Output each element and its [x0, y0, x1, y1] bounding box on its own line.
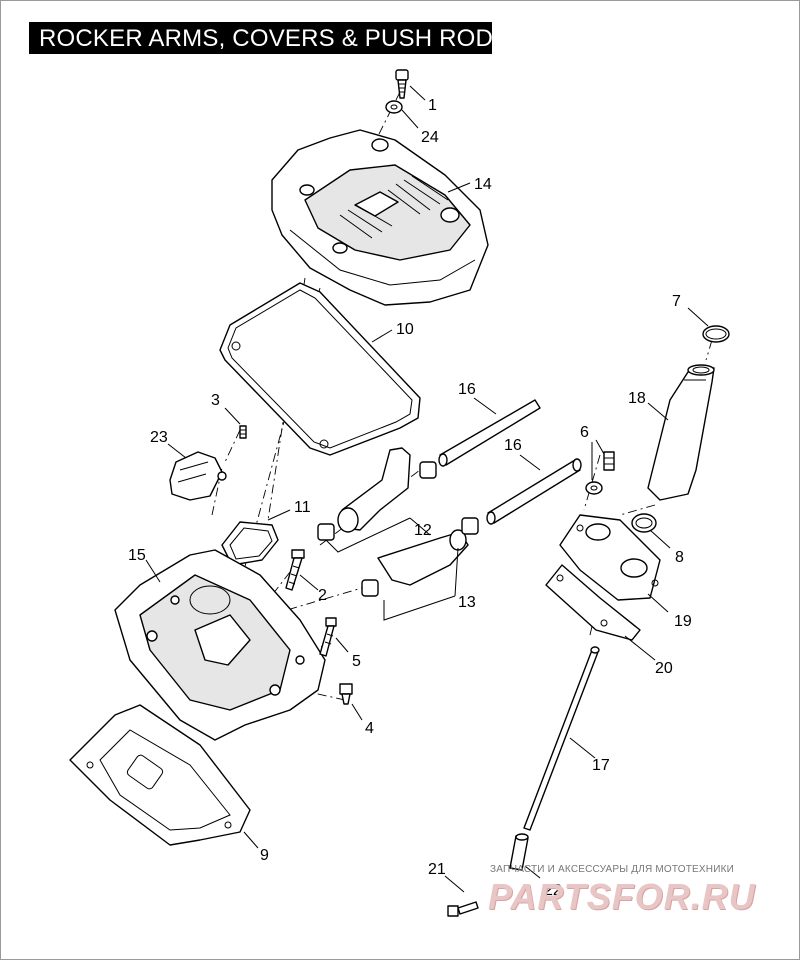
watermark-logo: PARTSFOR.RU: [488, 876, 756, 917]
callout-17: 17: [592, 757, 610, 774]
bolt-part-4: [339, 683, 353, 705]
callout-11: 11: [294, 499, 311, 516]
washer-part-24: [385, 100, 403, 114]
watermark: ЗАПЧАСТИ И АКСЕССУАРЫ ДЛЯ МОТОТЕХНИКИ PA…: [486, 862, 786, 922]
callout-3: 3: [211, 392, 220, 409]
leader-lines: [145, 85, 709, 893]
o-ring-part-8: [631, 513, 657, 533]
rocker-arm-part-13: [361, 517, 479, 597]
rocker-housing-part-15: [114, 549, 326, 741]
callout-16a: 16: [458, 381, 476, 398]
breather-cover-part-23: [169, 451, 227, 501]
callout-12: 12: [414, 522, 432, 539]
callout-18: 18: [628, 390, 646, 407]
callout-10: 10: [396, 321, 414, 338]
callout-15: 15: [128, 547, 146, 564]
rocker-arm-part-12: [317, 447, 437, 541]
callout-22: 22: [544, 882, 562, 899]
callout-1: 1: [428, 97, 437, 114]
rocker-shaft-part-16a: [438, 399, 541, 467]
push-rod-part-17: [523, 646, 600, 831]
gasket-part-20: [545, 564, 641, 641]
adjuster-part-22: [509, 833, 529, 871]
o-ring-part-7: [702, 325, 730, 343]
screw-part-21: [447, 901, 479, 917]
callout-21: 21: [428, 861, 446, 878]
bolt-part-2: [285, 549, 305, 591]
callout-13: 13: [458, 594, 476, 611]
title-bar: ROCKER ARMS, COVERS & PUSH RODS: [29, 22, 509, 54]
callout-2: 2: [318, 587, 327, 604]
rocker-support-part-19: [559, 514, 661, 601]
callout-19: 19: [674, 613, 692, 630]
callout-8: 8: [675, 549, 684, 566]
callout-4: 4: [365, 720, 374, 737]
callout-23: 23: [150, 429, 168, 446]
push-rod-tube-part-18: [647, 364, 715, 501]
callout-labels: 1 24 14 7 10 18 3 16 16 6 23 11 12 8 15 …: [128, 97, 692, 899]
bolt-part-1: [395, 69, 409, 99]
rocker-shaft-part-16b: [486, 458, 582, 525]
callout-7: 7: [672, 293, 681, 310]
bolt-part-5: [319, 617, 337, 657]
callout-6: 6: [580, 424, 589, 441]
gasket-part-10: [219, 282, 421, 456]
bolt-part-6: [585, 451, 615, 495]
callout-16b: 16: [504, 437, 522, 454]
rocker-cover-part-14: [271, 129, 489, 306]
callout-9: 9: [260, 847, 269, 864]
base-gasket-part-9: [69, 704, 251, 846]
callout-5: 5: [352, 653, 361, 670]
callout-14: 14: [474, 176, 492, 193]
page-title: ROCKER ARMS, COVERS & PUSH RODS: [39, 25, 510, 52]
callout-20: 20: [655, 660, 673, 677]
screw-part-3: [239, 425, 247, 439]
watermark-tagline: ЗАПЧАСТИ И АКСЕССУАРЫ ДЛЯ МОТОТЕХНИКИ: [490, 864, 735, 875]
callout-24: 24: [421, 129, 439, 146]
